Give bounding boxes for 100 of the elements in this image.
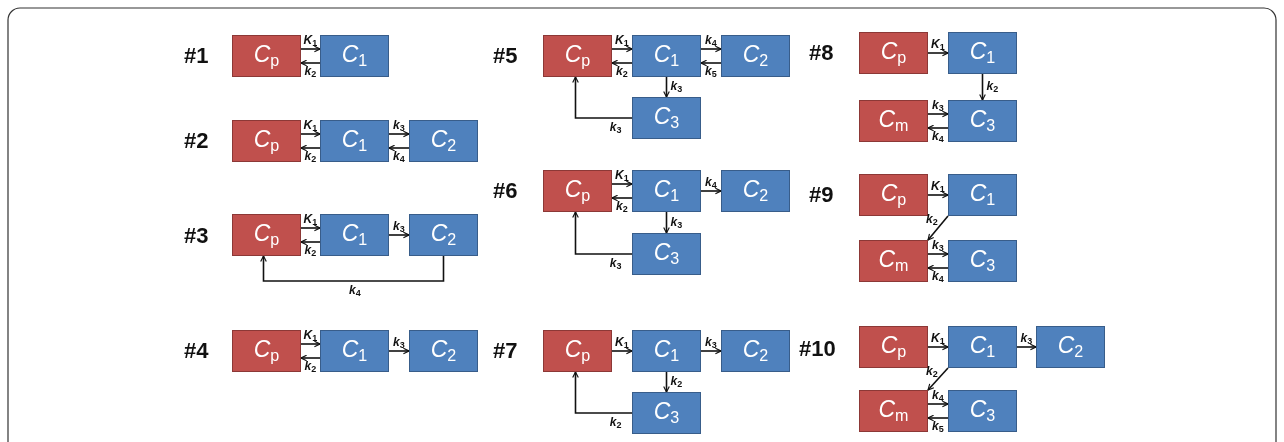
compartment-box <box>232 214 301 256</box>
compartment-label: C$_{3}$ <box>653 400 680 426</box>
arrow <box>611 180 633 188</box>
rate-constant-label: k$_{4}$ <box>349 284 361 298</box>
arrow <box>1016 343 1037 351</box>
compartment-label: C$_{p}$ <box>564 338 591 364</box>
rate-constant-label: k$_{2}$ <box>926 365 938 379</box>
arrow <box>927 110 949 118</box>
rate-constant-label: K$_{1}$ <box>303 34 318 48</box>
rate-constant-label: k$_{3}$ <box>393 119 405 133</box>
compartment-box <box>543 170 612 212</box>
arrow <box>300 340 321 348</box>
compartment-box <box>948 100 1017 142</box>
rate-constant-label: k$_{2}$ <box>304 150 317 164</box>
rate-constant-label: K$_{1}$ <box>303 119 318 133</box>
compartment-box <box>409 330 478 372</box>
compartment-label: C$_{3}$ <box>969 398 996 424</box>
arrow <box>611 45 633 53</box>
rate-constant-label: k$_{4}$ <box>705 176 717 190</box>
arrow <box>572 76 633 119</box>
arrow <box>927 124 949 132</box>
rate-constant-label: k$_{2}$ <box>986 80 999 94</box>
compartment-label: C$_{p}$ <box>564 178 591 204</box>
arrow <box>700 187 722 195</box>
rate-constant-label: k$_{3}$ <box>393 336 405 350</box>
model-number: #8 <box>809 42 834 64</box>
model-number: #3 <box>184 225 209 247</box>
compartment-label: C$_{p}$ <box>880 334 907 360</box>
compartment-label: C$_{m}$ <box>878 248 909 274</box>
arrow <box>927 191 949 199</box>
arrow <box>388 144 410 152</box>
compartment-label: C$_{p}$ <box>253 128 280 154</box>
compartment-label: C$_{m}$ <box>878 398 909 424</box>
compartment-label: C$_{2}$ <box>742 43 769 69</box>
arrow <box>927 215 949 241</box>
compartment-box <box>632 35 701 77</box>
arrow <box>927 264 949 272</box>
compartment-box <box>543 330 612 372</box>
compartment-box <box>632 233 701 275</box>
compartment-box <box>948 174 1017 216</box>
compartment-box <box>948 240 1017 282</box>
compartment-label: C$_{p}$ <box>880 182 907 208</box>
arrow <box>927 400 949 408</box>
compartment-label: C$_{2}$ <box>742 338 769 364</box>
arrow <box>927 49 949 57</box>
compartment-label: C$_{3}$ <box>653 241 680 267</box>
compartment-box <box>632 170 701 212</box>
compartment-box <box>232 120 301 162</box>
rate-constant-label: k$_{2}$ <box>304 65 317 79</box>
compartment-box <box>859 100 928 142</box>
compartment-box <box>232 35 301 77</box>
compartment-label: C$_{1}$ <box>653 178 680 204</box>
compartment-box <box>948 32 1017 74</box>
compartment-box <box>859 32 928 74</box>
rate-constant-label: K$_{1}$ <box>931 180 945 194</box>
compartment-box <box>948 326 1017 368</box>
compartment-label: C$_{3}$ <box>969 248 996 274</box>
compartment-label: C$_{p}$ <box>253 222 280 248</box>
arrow <box>572 211 633 255</box>
rate-constant-label: k$_{2}$ <box>304 244 317 258</box>
compartment-box <box>320 330 389 372</box>
compartment-box <box>859 326 928 368</box>
rate-constant-label: k$_{2}$ <box>670 375 683 389</box>
arrow <box>927 414 949 422</box>
compartment-label: C$_{2}$ <box>742 178 769 204</box>
rate-constant-label: k$_{2}$ <box>609 416 622 430</box>
compartment-box <box>409 214 478 256</box>
compartment-label: C$_{2}$ <box>430 128 457 154</box>
arrow <box>663 371 670 393</box>
compartment-label: C$_{2}$ <box>430 338 457 364</box>
rate-constant-label: k$_{5}$ <box>705 65 717 79</box>
compartment-box <box>320 120 389 162</box>
model-number: #10 <box>799 338 836 360</box>
model-number: #4 <box>184 340 209 362</box>
rate-constant-label: k$_{2}$ <box>616 200 628 214</box>
compartment-label: C$_{2}$ <box>1057 334 1084 360</box>
compartment-label: C$_{3}$ <box>653 105 680 131</box>
compartment-label: C$_{m}$ <box>878 108 909 134</box>
compartment-box <box>632 392 701 434</box>
compartment-box <box>232 330 301 372</box>
compartment-label: C$_{1}$ <box>969 334 996 360</box>
model-number: #9 <box>809 184 834 206</box>
rate-constant-label: K$_{1}$ <box>615 34 629 48</box>
compartment-label: C$_{1}$ <box>653 43 680 69</box>
compartment-label: C$_{1}$ <box>653 338 680 364</box>
rate-constant-label: k$_{3}$ <box>670 80 683 94</box>
rate-constant-label: k$_{4}$ <box>393 150 405 164</box>
rate-constant-label: k$_{4}$ <box>932 389 944 403</box>
rate-constant-label: k$_{4}$ <box>932 270 944 284</box>
arrow <box>300 354 321 362</box>
compartment-label: C$_{1}$ <box>969 40 996 66</box>
compartment-box <box>320 214 389 256</box>
compartment-box <box>1036 326 1105 368</box>
compartment-box <box>721 35 790 77</box>
arrow <box>300 144 321 152</box>
rate-constant-label: K$_{1}$ <box>303 213 318 227</box>
arrow <box>260 255 445 282</box>
rate-constant-label: K$_{1}$ <box>931 332 945 346</box>
model-number: #7 <box>493 340 518 362</box>
rate-constant-label: k$_{4}$ <box>932 130 944 144</box>
